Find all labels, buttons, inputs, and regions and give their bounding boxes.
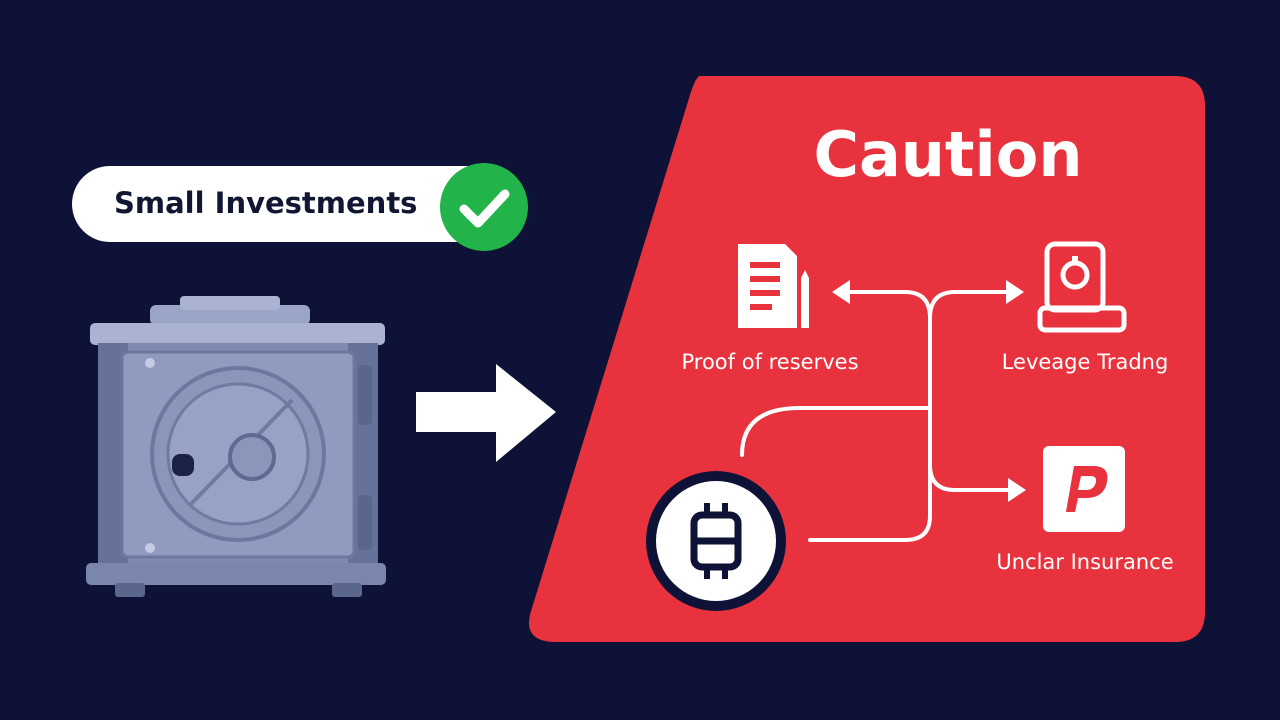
p-logo-icon [1043, 446, 1125, 532]
proof-of-reserves-label: Proof of reserves [681, 350, 859, 374]
crypto-coin-icon [646, 471, 786, 611]
pill-label: Small Investments [114, 186, 418, 220]
unclear-insurance-label: Unclar Insurance [996, 550, 1174, 574]
leverage-trading-label: Levеage Tradng [1001, 350, 1169, 374]
check-icon [440, 163, 528, 251]
caution-title: Caution [813, 118, 1083, 191]
arrow-head-down-right [1008, 478, 1026, 502]
arrow-head-right [1006, 280, 1024, 304]
small-investments-pill: Small Investments [72, 163, 528, 251]
document-icon [738, 244, 809, 328]
connector-lines [740, 290, 1014, 542]
right-arrow-icon [416, 364, 556, 462]
safe-icon [86, 296, 386, 597]
arrow-head-left [832, 280, 850, 304]
device-icon [1037, 241, 1127, 333]
